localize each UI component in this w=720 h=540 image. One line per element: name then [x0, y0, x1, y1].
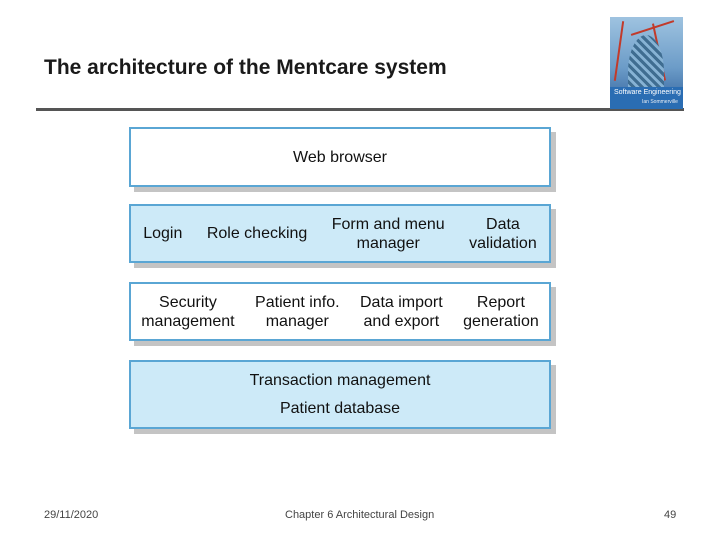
footer-date: 29/11/2020: [44, 509, 99, 521]
layer-web-browser: Web browser: [129, 127, 551, 187]
component-transaction-management: Transaction management: [249, 372, 431, 389]
layer-data: Transaction management Patient database: [129, 360, 551, 429]
component-role-checking: Role checking: [206, 225, 308, 242]
component-form-menu-manager: Form and menu manager: [331, 215, 445, 252]
slide-title: The architecture of the Mentcare system: [44, 56, 447, 79]
footer-page-number: 49: [664, 509, 677, 521]
layer-ui: Login Role checking Form and menu manage…: [129, 204, 551, 263]
component-report-generation: Report generation: [463, 293, 539, 330]
cover-title-band: [610, 87, 683, 109]
book-cover-image: Software Engineering Ian Sommerville: [610, 17, 683, 109]
component-login: Login: [143, 225, 183, 242]
crane-arm: [630, 20, 675, 36]
cover-subtitle: Ian Sommerville: [642, 99, 678, 105]
component-web-browser: Web browser: [293, 148, 387, 166]
component-patient-info-manager: Patient info. manager: [255, 293, 340, 330]
title-divider: [36, 108, 684, 111]
component-data-validation: Data validation: [469, 215, 537, 252]
footer-chapter: Chapter 6 Architectural Design: [285, 509, 435, 521]
layer-services: Security management Patient info. manage…: [129, 282, 551, 341]
component-security-management: Security management: [141, 293, 235, 330]
cover-title: Software Engineering: [614, 89, 681, 96]
component-patient-database: Patient database: [279, 400, 401, 417]
component-data-import-export: Data import and export: [359, 293, 443, 330]
crane-left: [613, 21, 625, 81]
